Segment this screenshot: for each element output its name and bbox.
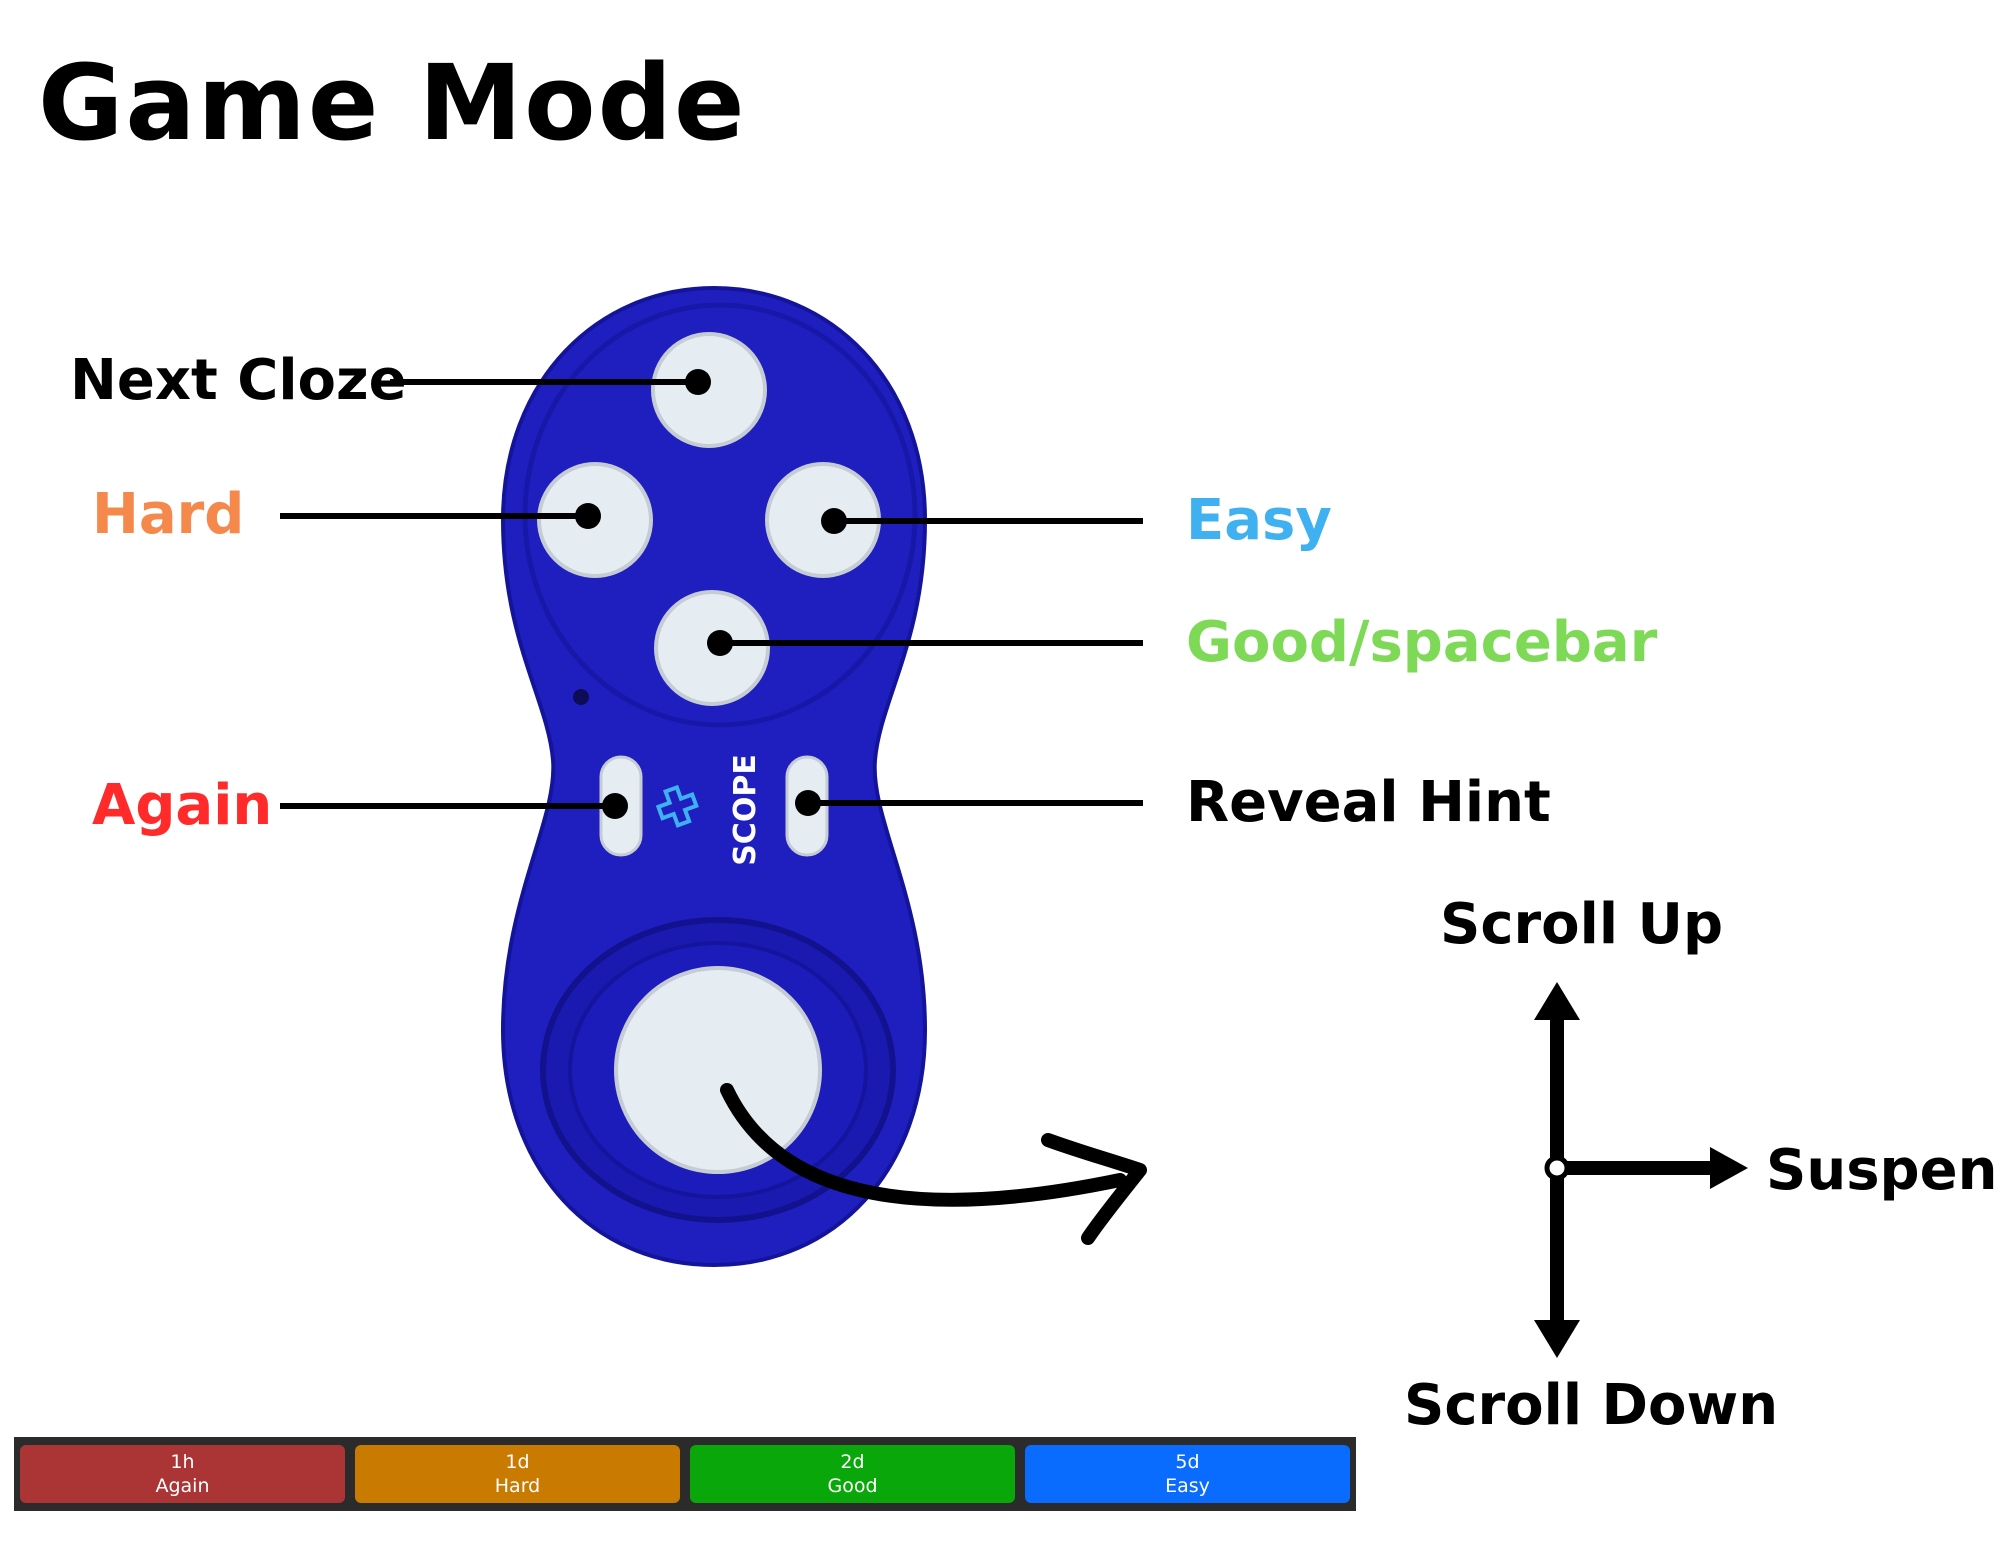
good-interval: 2d bbox=[840, 1451, 865, 1473]
label-again: Again bbox=[92, 773, 273, 838]
label-hard: Hard bbox=[92, 482, 245, 547]
good-button[interactable]: 2d Good bbox=[690, 1445, 1015, 1503]
leader-lines bbox=[280, 369, 1143, 819]
arrow-right-icon bbox=[1710, 1147, 1748, 1189]
easy-interval: 5d bbox=[1175, 1451, 1200, 1473]
answer-bar: 1h Again 1d Hard 2d Good 5d Easy bbox=[14, 1437, 1356, 1511]
scope-logo-icon bbox=[655, 784, 699, 828]
button-top[interactable] bbox=[651, 332, 767, 448]
indicator-led bbox=[573, 689, 589, 705]
hard-interval: 1d bbox=[505, 1451, 530, 1473]
arrow-down-icon bbox=[1534, 1320, 1580, 1358]
label-reveal-hint: Reveal Hint bbox=[1186, 770, 1551, 835]
label-suspend: Suspend bbox=[1766, 1138, 2000, 1203]
label-good: Good/spacebar bbox=[1186, 610, 1658, 675]
label-next-cloze: Next Cloze bbox=[70, 348, 407, 413]
again-interval: 1h bbox=[170, 1451, 195, 1473]
good-label: Good bbox=[827, 1475, 878, 1497]
label-scroll-up: Scroll Up bbox=[1440, 892, 1724, 957]
again-label: Again bbox=[155, 1475, 210, 1497]
label-scroll-down: Scroll Down bbox=[1404, 1373, 1779, 1438]
easy-label: Easy bbox=[1165, 1475, 1210, 1497]
easy-button[interactable]: 5d Easy bbox=[1025, 1445, 1350, 1503]
brand-text: SCOPE bbox=[728, 754, 763, 866]
direction-cross bbox=[1534, 982, 1748, 1358]
arrow-up-icon bbox=[1534, 982, 1580, 1020]
hard-label: Hard bbox=[494, 1475, 541, 1497]
center-dot bbox=[1544, 1155, 1570, 1181]
hard-button[interactable]: 1d Hard bbox=[355, 1445, 680, 1503]
joystick-button[interactable] bbox=[614, 966, 822, 1174]
controller: SCOPE bbox=[500, 285, 928, 1268]
curved-arrow-icon bbox=[720, 1083, 1147, 1245]
label-easy: Easy bbox=[1186, 488, 1332, 553]
again-button[interactable]: 1h Again bbox=[20, 1445, 345, 1503]
page-title: Game Mode bbox=[38, 42, 747, 164]
